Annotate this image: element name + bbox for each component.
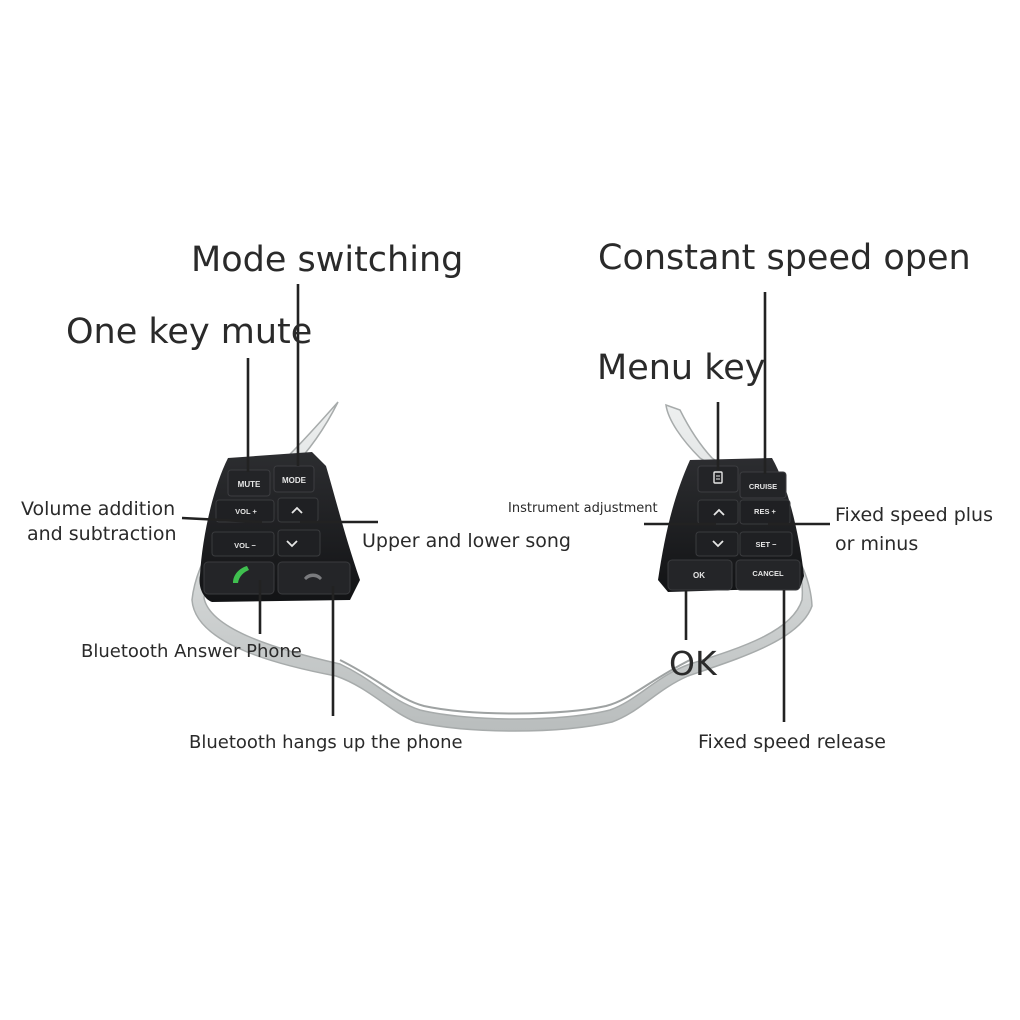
svg-text:VOL +: VOL + bbox=[235, 507, 257, 516]
label-bt-answer: Bluetooth Answer Phone bbox=[81, 641, 302, 662]
label-mode-switching: Mode switching bbox=[191, 240, 464, 280]
track-up-button[interactable] bbox=[277, 497, 319, 523]
mute-button[interactable]: MUTE bbox=[227, 469, 271, 497]
label-menu-key: Menu key bbox=[597, 348, 766, 388]
svg-text:VOL −: VOL − bbox=[234, 541, 256, 550]
menu-icon bbox=[713, 471, 723, 484]
instrument-down-button[interactable] bbox=[695, 531, 739, 557]
track-down-button[interactable] bbox=[277, 529, 321, 557]
phone-hangup-icon bbox=[304, 573, 322, 580]
label-instrument-adjustment: Instrument adjustment bbox=[508, 501, 658, 516]
svg-text:MUTE: MUTE bbox=[238, 480, 261, 489]
instrument-up-button[interactable] bbox=[697, 499, 739, 525]
svg-text:CRUISE: CRUISE bbox=[749, 482, 777, 491]
svg-text:OK: OK bbox=[693, 571, 705, 580]
label-bt-hangup: Bluetooth hangs up the phone bbox=[189, 732, 463, 753]
chevron-up-icon bbox=[291, 506, 303, 514]
label-constant-speed-open: Constant speed open bbox=[598, 238, 971, 278]
mode-button[interactable]: MODE bbox=[273, 465, 315, 493]
label-fixed-speed-line1: Fixed speed plus bbox=[835, 504, 993, 526]
svg-text:MODE: MODE bbox=[282, 476, 307, 485]
res-plus-button[interactable]: RES + bbox=[739, 499, 791, 525]
answer-call-button[interactable] bbox=[203, 561, 275, 595]
volume-down-button[interactable]: VOL − bbox=[211, 531, 275, 557]
label-ok: OK bbox=[669, 644, 717, 683]
phone-answer-icon bbox=[233, 566, 249, 583]
cancel-button[interactable]: CANCEL bbox=[735, 559, 801, 591]
chevron-up-icon bbox=[713, 508, 725, 516]
chevron-down-icon bbox=[712, 540, 724, 548]
svg-text:SET −: SET − bbox=[755, 540, 777, 549]
label-fixed-speed-line2: or minus bbox=[835, 533, 919, 555]
ok-button[interactable]: OK bbox=[667, 559, 733, 591]
cruise-button[interactable]: CRUISE bbox=[739, 471, 787, 499]
svg-text:CANCEL: CANCEL bbox=[752, 569, 784, 578]
label-volume-line1: Volume addition bbox=[21, 498, 176, 520]
bezel-inner-shade bbox=[339, 659, 691, 715]
label-fixed-speed-release: Fixed speed release bbox=[698, 731, 886, 753]
label-volume-line2: and subtraction bbox=[27, 523, 177, 545]
set-minus-button[interactable]: SET − bbox=[739, 531, 793, 557]
chevron-down-icon bbox=[286, 540, 298, 548]
volume-up-button[interactable]: VOL + bbox=[215, 499, 275, 523]
label-one-key-mute: One key mute bbox=[66, 312, 313, 352]
hangup-call-button[interactable] bbox=[277, 561, 351, 595]
label-upper-lower-song: Upper and lower song bbox=[362, 530, 571, 552]
steering-bezel bbox=[191, 401, 813, 732]
leader-volume bbox=[181, 516, 263, 524]
svg-text:RES +: RES + bbox=[754, 507, 777, 516]
